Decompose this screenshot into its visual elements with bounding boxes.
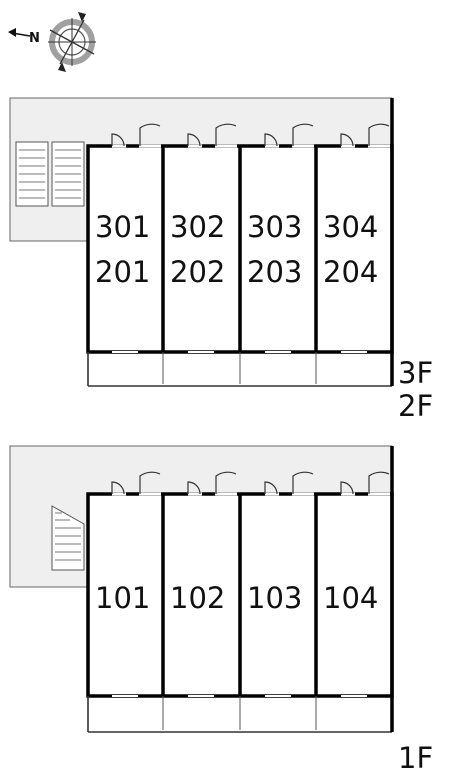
- floor-label-1f: 1F: [398, 741, 433, 774]
- staircase: [51, 505, 85, 571]
- unit-101-label: 101: [95, 581, 150, 615]
- unit-203-label: 203: [247, 255, 302, 289]
- staircase: [15, 141, 85, 207]
- lower-floor-plan: 101 102 103 104 1F: [9, 445, 433, 774]
- unit-302-label: 302: [170, 210, 225, 244]
- compass-rose-icon: [48, 12, 96, 72]
- unit-204-label: 204: [323, 255, 378, 289]
- balcony: [87, 98, 394, 387]
- unit-103-label: 103: [247, 581, 302, 615]
- upper-floor-plan: 301 302 303 304 201 202 203 204 3F 2F: [9, 97, 433, 423]
- north-label: N: [29, 31, 40, 46]
- entrance-doors: [111, 123, 390, 148]
- unit-201-label: 201: [95, 255, 150, 289]
- unit-104-label: 104: [323, 581, 378, 615]
- floor-label-2f: 2F: [398, 389, 433, 423]
- north-arrow: N: [8, 28, 40, 46]
- unit-202-label: 202: [170, 255, 225, 289]
- unit-304-label: 304: [323, 210, 378, 244]
- unit-102-label: 102: [170, 581, 225, 615]
- unit-303-label: 303: [247, 210, 302, 244]
- balcony: [87, 446, 394, 733]
- floor-label-3f: 3F: [398, 356, 433, 390]
- entrance-doors: [111, 471, 390, 496]
- unit-301-label: 301: [95, 210, 150, 244]
